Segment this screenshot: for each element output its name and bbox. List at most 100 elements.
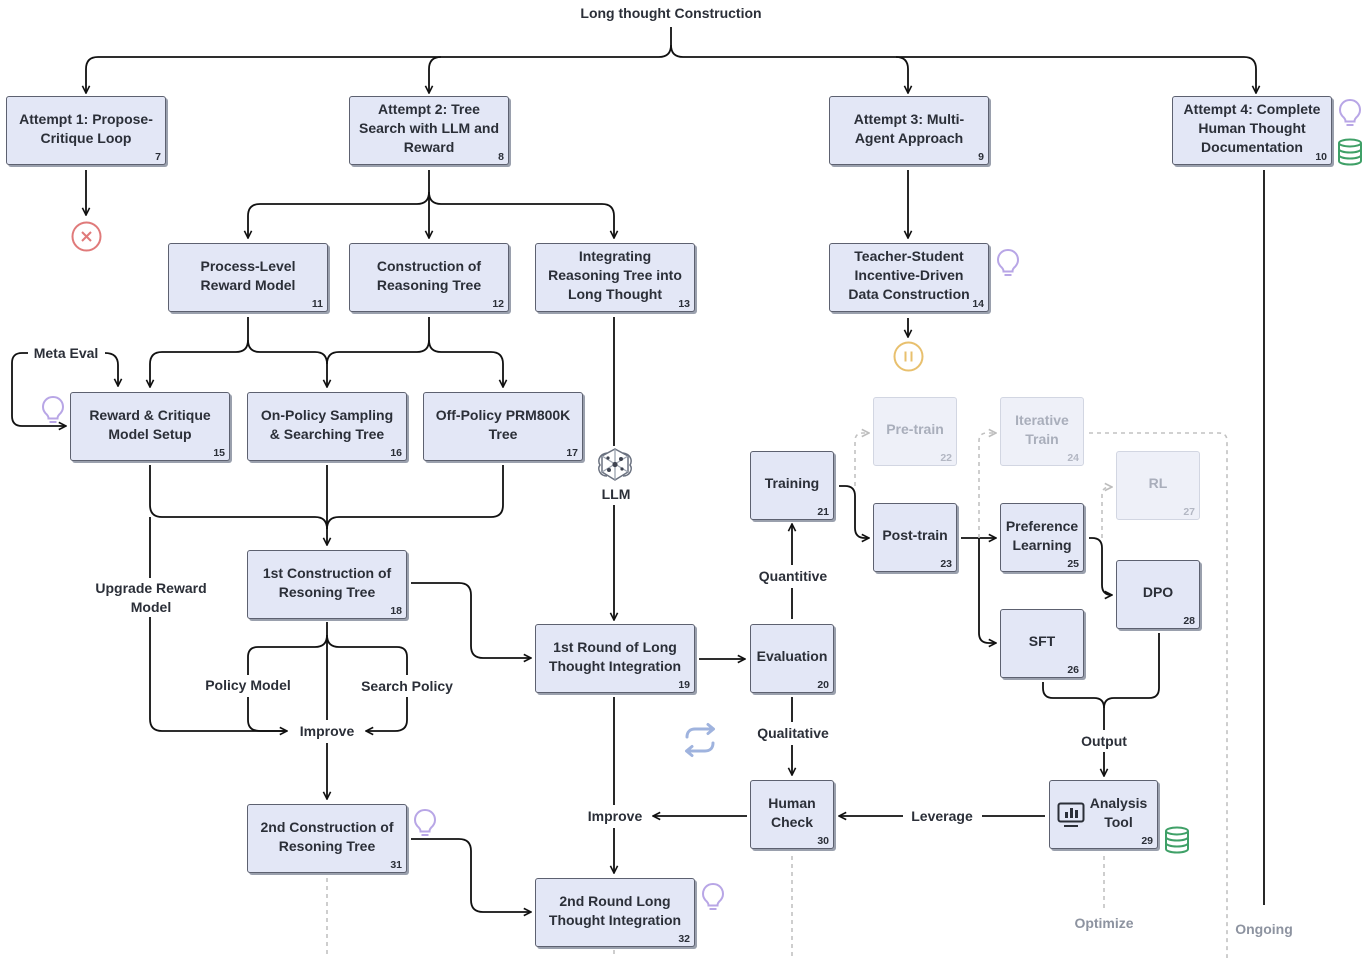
- node-1st-round-integration[interactable]: 1st Round of Long Thought Integration 19: [535, 624, 695, 693]
- node-label: Construction of Reasoning Tree: [376, 257, 482, 293]
- node-training[interactable]: Training 21: [750, 451, 834, 520]
- node-number: 23: [940, 558, 952, 570]
- node-label: Preference Learning: [1005, 517, 1079, 553]
- node-teacher-student-data[interactable]: Teacher-Student Incentive-Driven Data Co…: [829, 243, 989, 312]
- node-label: Integrating Reasoning Tree into Long Tho…: [548, 248, 682, 302]
- node-number: 31: [390, 859, 402, 871]
- lightbulb-icon: [41, 395, 65, 430]
- node-number: 16: [390, 447, 402, 459]
- meta-eval-label: Meta Eval: [30, 344, 102, 363]
- node-number: 13: [678, 298, 690, 310]
- node-label: Human Check: [768, 794, 816, 830]
- node-label: 1st Round of Long Thought Integration: [548, 638, 682, 674]
- node-iterative-train[interactable]: Iterative Train 24: [1000, 397, 1084, 466]
- node-label: 2nd Construction of Resoning Tree: [260, 818, 394, 854]
- node-dpo[interactable]: DPO 28: [1116, 560, 1200, 629]
- node-number: 8: [498, 151, 504, 163]
- quantitive-label: Quantitive: [752, 567, 834, 586]
- llm-label: LLM: [598, 485, 634, 504]
- node-label: Reward & Critique Model Setup: [89, 406, 211, 442]
- node-attempt-4[interactable]: Attempt 4: Complete Human Thought Docume…: [1172, 96, 1332, 165]
- upgrade-reward-label: Upgrade Reward Model: [92, 579, 210, 617]
- node-label: Evaluation: [756, 648, 828, 664]
- refresh-loop-icon: [679, 722, 721, 763]
- node-attempt-2[interactable]: Attempt 2: Tree Search with LLM and Rewa…: [349, 96, 509, 165]
- leverage-label: Leverage: [904, 807, 980, 826]
- node-pre-train[interactable]: Pre-train 22: [873, 397, 957, 466]
- node-process-level-reward-model[interactable]: Process-Level Reward Model 11: [168, 243, 328, 312]
- node-label: Process-Level Reward Model: [200, 257, 296, 293]
- improve-label: Improve: [580, 807, 650, 826]
- node-number: 32: [678, 933, 690, 945]
- node-construction-of-reasoning-tree[interactable]: Construction of Reasoning Tree 12: [349, 243, 509, 312]
- node-label: Off-Policy PRM800K Tree: [435, 406, 571, 442]
- node-number: 22: [940, 452, 952, 464]
- node-number: 14: [972, 298, 984, 310]
- lightbulb-icon: [1338, 98, 1362, 133]
- node-number: 21: [817, 506, 829, 518]
- node-label: 1st Construction of Resoning Tree: [262, 564, 392, 600]
- node-number: 11: [311, 298, 323, 310]
- node-label: Attempt 1: Propose-Critique Loop: [19, 110, 153, 146]
- node-number: 9: [978, 151, 984, 163]
- node-label: DPO: [1142, 584, 1174, 600]
- diagram-title: Long thought Construction: [560, 4, 782, 23]
- node-label: Attempt 3: Multi-Agent Approach: [853, 110, 965, 146]
- node-attempt-3[interactable]: Attempt 3: Multi-Agent Approach 9: [829, 96, 989, 165]
- node-number: 12: [492, 298, 504, 310]
- pause-circle-icon: [893, 341, 924, 377]
- node-1st-construction-tree[interactable]: 1st Construction of Resoning Tree 18: [247, 550, 407, 619]
- node-number: 15: [213, 447, 225, 459]
- lightbulb-icon: [996, 248, 1020, 283]
- node-number: 30: [817, 835, 829, 847]
- database-icon: [1337, 138, 1363, 171]
- node-label: Pre-train: [886, 421, 944, 437]
- node-label: Training: [764, 475, 820, 491]
- node-label: SFT: [1028, 633, 1056, 649]
- node-number: 27: [1183, 506, 1195, 518]
- llm-brain-icon: [594, 445, 636, 490]
- optimize-label: Optimize: [1074, 915, 1134, 931]
- node-number: 26: [1067, 664, 1079, 676]
- node-number: 20: [817, 679, 829, 691]
- node-label: Attempt 4: Complete Human Thought Docume…: [1183, 101, 1321, 155]
- improve-label: Improve: [292, 722, 362, 741]
- node-post-train[interactable]: Post-train 23: [873, 503, 957, 572]
- node-number: 17: [566, 447, 578, 459]
- node-2nd-construction-tree[interactable]: 2nd Construction of Resoning Tree 31: [247, 804, 407, 873]
- node-integrating-reasoning-tree[interactable]: Integrating Reasoning Tree into Long Tho…: [535, 243, 695, 312]
- search-policy-label: Search Policy: [357, 677, 457, 696]
- node-label: Analysis Tool: [1089, 794, 1148, 830]
- node-label: Iterative Train: [1015, 411, 1069, 447]
- node-label: Post-train: [882, 527, 948, 543]
- node-number: 24: [1067, 452, 1079, 464]
- output-label: Output: [1072, 732, 1136, 751]
- node-number: 25: [1067, 558, 1079, 570]
- node-rl[interactable]: RL 27: [1116, 451, 1200, 520]
- lightbulb-icon: [701, 882, 725, 917]
- node-label: On-Policy Sampling & Searching Tree: [260, 406, 394, 442]
- node-off-policy-prm800k[interactable]: Off-Policy PRM800K Tree 17: [423, 392, 583, 461]
- node-label: RL: [1148, 475, 1168, 491]
- qualitative-label: Qualitative: [752, 724, 834, 743]
- database-icon: [1164, 826, 1190, 859]
- node-sft[interactable]: SFT 26: [1000, 609, 1084, 678]
- node-preference-learning[interactable]: Preference Learning 25: [1000, 503, 1084, 572]
- node-label: Teacher-Student Incentive-Driven Data Co…: [848, 248, 970, 302]
- lightbulb-icon: [413, 808, 437, 843]
- node-number: 19: [678, 679, 690, 691]
- node-number: 28: [1183, 615, 1195, 627]
- x-circle-icon: [71, 221, 102, 257]
- node-on-policy-sampling[interactable]: On-Policy Sampling & Searching Tree 16: [247, 392, 407, 461]
- node-evaluation[interactable]: Evaluation 20: [750, 624, 834, 693]
- node-number: 7: [155, 151, 161, 163]
- ongoing-label: Ongoing: [1235, 921, 1293, 937]
- node-number: 18: [390, 605, 402, 617]
- node-number: 10: [1315, 151, 1327, 163]
